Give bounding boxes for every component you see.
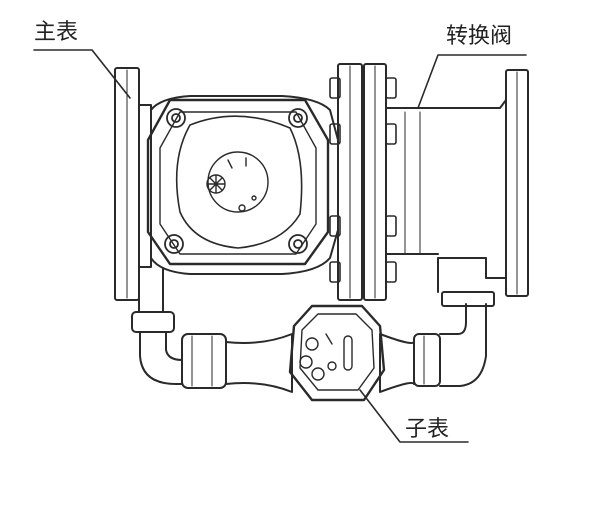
leader-lines bbox=[33, 49, 527, 443]
bypass-pipe-left bbox=[131, 267, 227, 389]
changeover-valve-label: 转换阀 bbox=[446, 24, 513, 49]
main-meter-body bbox=[146, 95, 339, 275]
inlet-flange bbox=[114, 67, 152, 301]
flange-bolts bbox=[329, 77, 397, 283]
changeover-valve bbox=[385, 69, 529, 297]
main-meter-leader bbox=[33, 49, 131, 99]
main-meter-bolts bbox=[164, 108, 308, 254]
sub-meter-body bbox=[225, 304, 415, 402]
valve-leader bbox=[417, 54, 527, 109]
sub-meter-register bbox=[299, 333, 353, 381]
sub-meter-label: 子表 bbox=[405, 417, 450, 442]
main-meter-label: 主表 bbox=[34, 20, 79, 45]
sub-meter-leader bbox=[359, 389, 469, 443]
middle-flanges bbox=[329, 63, 397, 301]
bypass-pipe-right bbox=[413, 291, 495, 387]
main-meter-register bbox=[206, 151, 269, 213]
